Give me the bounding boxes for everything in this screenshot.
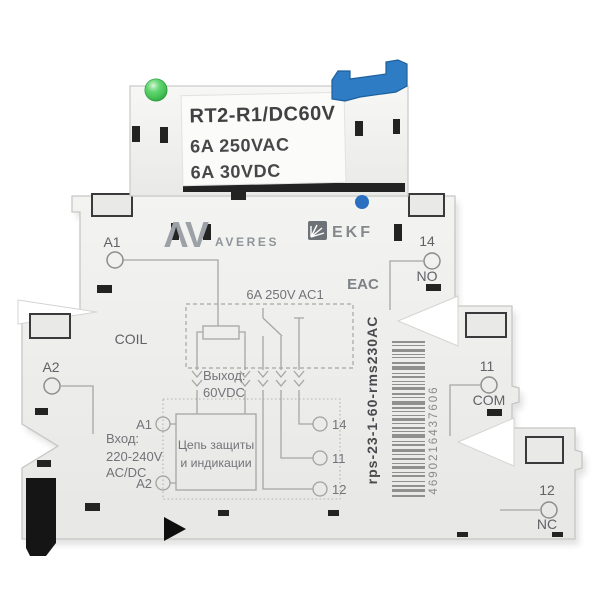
- sch-14: 14: [332, 417, 346, 432]
- output-value: 60VDC: [203, 385, 245, 400]
- input-label: Вход:: [106, 431, 139, 446]
- terminal-nc-label: NC: [537, 516, 557, 532]
- relay-dashed-box: [185, 303, 354, 369]
- protection-line2: и индикации: [180, 456, 251, 470]
- screw-window-12: [525, 436, 564, 464]
- terminal-11-label: 11: [480, 358, 495, 374]
- socket-dotted-box: [162, 398, 341, 500]
- averes-monogram: ΛV: [164, 214, 209, 255]
- eac-mark: EAC: [347, 276, 379, 293]
- relay-model: RT2-R1/DC60V: [189, 102, 336, 127]
- relay-bottom-strip: [183, 183, 405, 192]
- plug-connector-chevrons: [191, 370, 305, 388]
- protection-line1: Цепь защиты: [178, 438, 254, 452]
- barcode-digits: 4690216437606: [428, 385, 440, 494]
- wiring-diagram: 6A 250V AC1 Выход: 60VDC Цепь защиты и и…: [106, 259, 354, 500]
- branding: ΛV AVERES EKF EAC: [164, 214, 379, 293]
- terminal-12-label: 12: [539, 482, 555, 498]
- sch-12: 12: [332, 482, 346, 497]
- retaining-clip: [331, 59, 408, 102]
- ekf-logo-icon: [308, 221, 327, 240]
- terminal-a2-label: A2: [42, 359, 59, 375]
- mould-slots: [35, 223, 563, 537]
- relay-rating-dc: 6A 30VDC: [190, 161, 281, 183]
- terminal-a1-testpoint: [106, 251, 124, 269]
- terminal-14-label: 14: [419, 233, 435, 249]
- relay-label: RT2-R1/DC60V 6A 250VAC 6A 30VDC: [180, 91, 347, 187]
- sch-a2: A2: [136, 476, 152, 491]
- terminal-a1-label: A1: [103, 234, 120, 250]
- barcode: 4690216437606: [392, 341, 440, 498]
- moulding-notch-right-lower: [456, 417, 515, 467]
- led-indicator: [144, 78, 168, 102]
- relay-rating-ac: 6A 250VAC: [190, 134, 290, 156]
- screw-window-14: [408, 193, 445, 217]
- release-lever: [164, 517, 186, 541]
- protection-box: [175, 413, 257, 491]
- input-value: 220-240V: [106, 449, 163, 464]
- contact-rating: 6A 250V AC1: [246, 287, 323, 302]
- sch-a1: A1: [136, 417, 152, 432]
- screw-window-a1: [91, 193, 133, 217]
- terminal-com-label: COM: [473, 392, 506, 408]
- moulding-notch-right-upper: [396, 295, 459, 347]
- coil-label: COIL: [115, 331, 148, 347]
- averes-logo: AVERES: [215, 235, 279, 249]
- article-code: rps-23-1-60-rms230AC: [364, 316, 380, 485]
- terminal-no-label: NO: [417, 268, 438, 284]
- screw-window-a2: [29, 313, 71, 339]
- terminal-markings: A1 14 NO A2 COIL 11 COM 12 NC: [42, 233, 558, 532]
- relay-module: RT2-R1/DC60V 6A 250VAC 6A 30VDC: [129, 78, 409, 209]
- sch-11: 11: [332, 451, 346, 466]
- ekf-logo-text: EKF: [332, 224, 373, 241]
- contact-symbol: [262, 308, 304, 370]
- din-rail-clip: [26, 478, 56, 556]
- screw-window-11: [465, 312, 507, 338]
- relay-bottom-slot: [231, 191, 246, 200]
- input-type: AC/DC: [106, 465, 146, 480]
- test-button: [355, 195, 369, 209]
- output-label: Выход:: [203, 368, 246, 383]
